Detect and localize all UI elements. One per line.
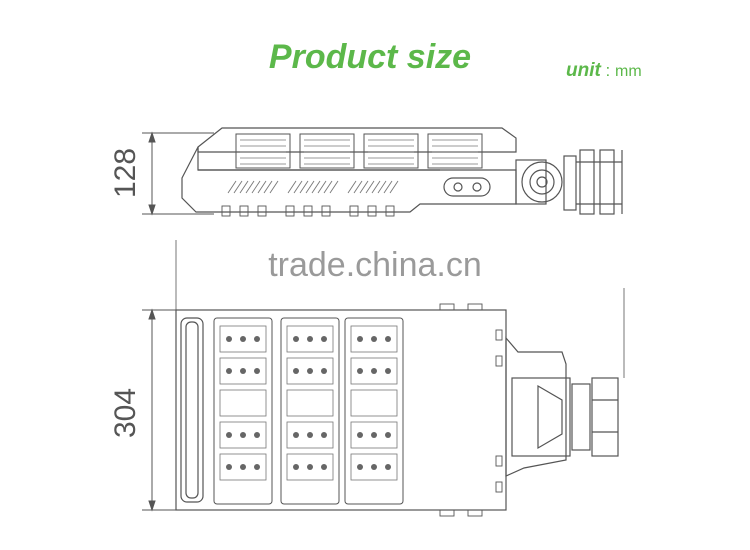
width-dimension-label: 304: [109, 388, 142, 438]
top-view: [175, 288, 625, 517]
page-title: Product size: [268, 38, 472, 76]
unit-separator: :: [600, 61, 615, 80]
height-dimension: [142, 131, 214, 216]
unit-value: mm: [615, 63, 642, 80]
watermark: trade.china.cn: [268, 246, 482, 284]
side-view: [181, 127, 623, 217]
height-dimension-label: 128: [109, 148, 142, 198]
unit-label: unit : mm: [566, 60, 642, 82]
unit-word: unit: [566, 60, 601, 81]
width-dimension: [142, 240, 180, 512]
